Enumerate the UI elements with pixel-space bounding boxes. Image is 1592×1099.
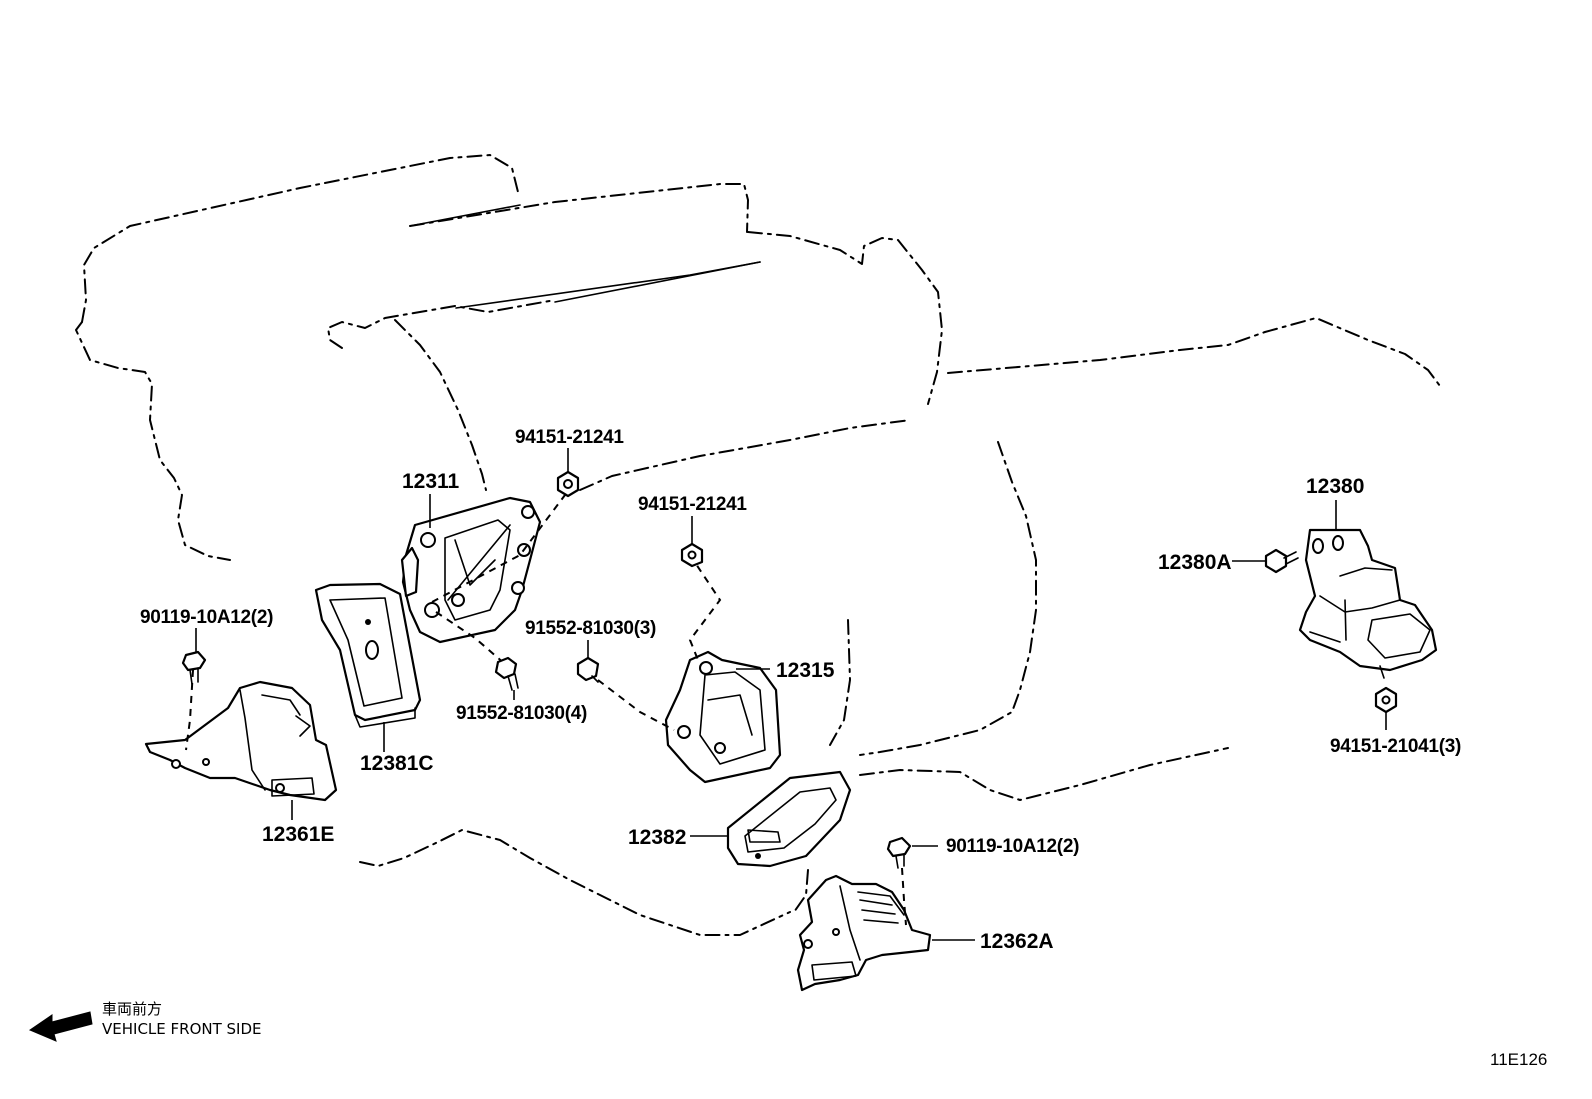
label-12311: 12311 (402, 470, 460, 493)
label-12361E: 12361E (262, 823, 334, 846)
dash-12311-nut (431, 494, 566, 603)
direction-japanese: 車両前方 (102, 1000, 162, 1018)
label-12381C: 12381C (360, 752, 434, 775)
nut-94151-21241-b (680, 542, 704, 568)
arrow-left-icon (28, 1011, 93, 1042)
label-12362A: 12362A (980, 930, 1054, 953)
bolt-91552-81030-4 (494, 656, 519, 691)
dash-12311-bolt4 (435, 611, 506, 665)
dash-right-bolt (901, 867, 907, 926)
mount-12380 (1298, 528, 1438, 679)
nut-94151-21041 (1374, 686, 1398, 714)
dash-left-bolt (185, 669, 194, 751)
vehicle-front-indicator: 車両前方 VEHICLE FRONT SIDE (28, 1000, 262, 1042)
mount-12362A (796, 874, 932, 992)
label-94151-21041: 94151-21041(3) (1330, 736, 1461, 757)
bolt-90119-10A12-left (181, 650, 207, 685)
label-12380: 12380 (1306, 475, 1364, 498)
label-94151-21241-a: 94151-21241 (515, 427, 624, 448)
label-12382: 12382 (628, 826, 686, 849)
bracket-12315 (664, 650, 782, 784)
mount-12361E (144, 680, 338, 802)
label-91552-81030-4: 91552-81030(4) (456, 703, 587, 724)
label-90119-10A12-left: 90119-10A12(2) (140, 607, 273, 628)
label-94151-21241-b: 94151-21241 (638, 494, 747, 515)
label-91552-81030-3: 91552-81030(3) (525, 618, 656, 639)
label-12315: 12315 (776, 659, 835, 682)
bracket-12311 (400, 496, 542, 644)
diagram-code: 11E126 (1490, 1050, 1547, 1069)
dash-12315-bolt (597, 679, 675, 731)
label-12380A: 12380A (1158, 551, 1232, 574)
nut-94151-21241-a (556, 470, 580, 498)
dash-12315-nut (688, 554, 722, 661)
engine-outline (75, 154, 1441, 936)
bolt-12380A (1264, 548, 1299, 574)
insulator-12382 (726, 770, 852, 868)
insulator-12381C (314, 582, 422, 728)
label-90119-10A12-right: 90119-10A12(2) (946, 836, 1079, 857)
bolt-90119-10A12-right (886, 836, 912, 869)
direction-english: VEHICLE FRONT SIDE (102, 1020, 262, 1038)
bolt-91552-81030-3 (576, 656, 600, 683)
